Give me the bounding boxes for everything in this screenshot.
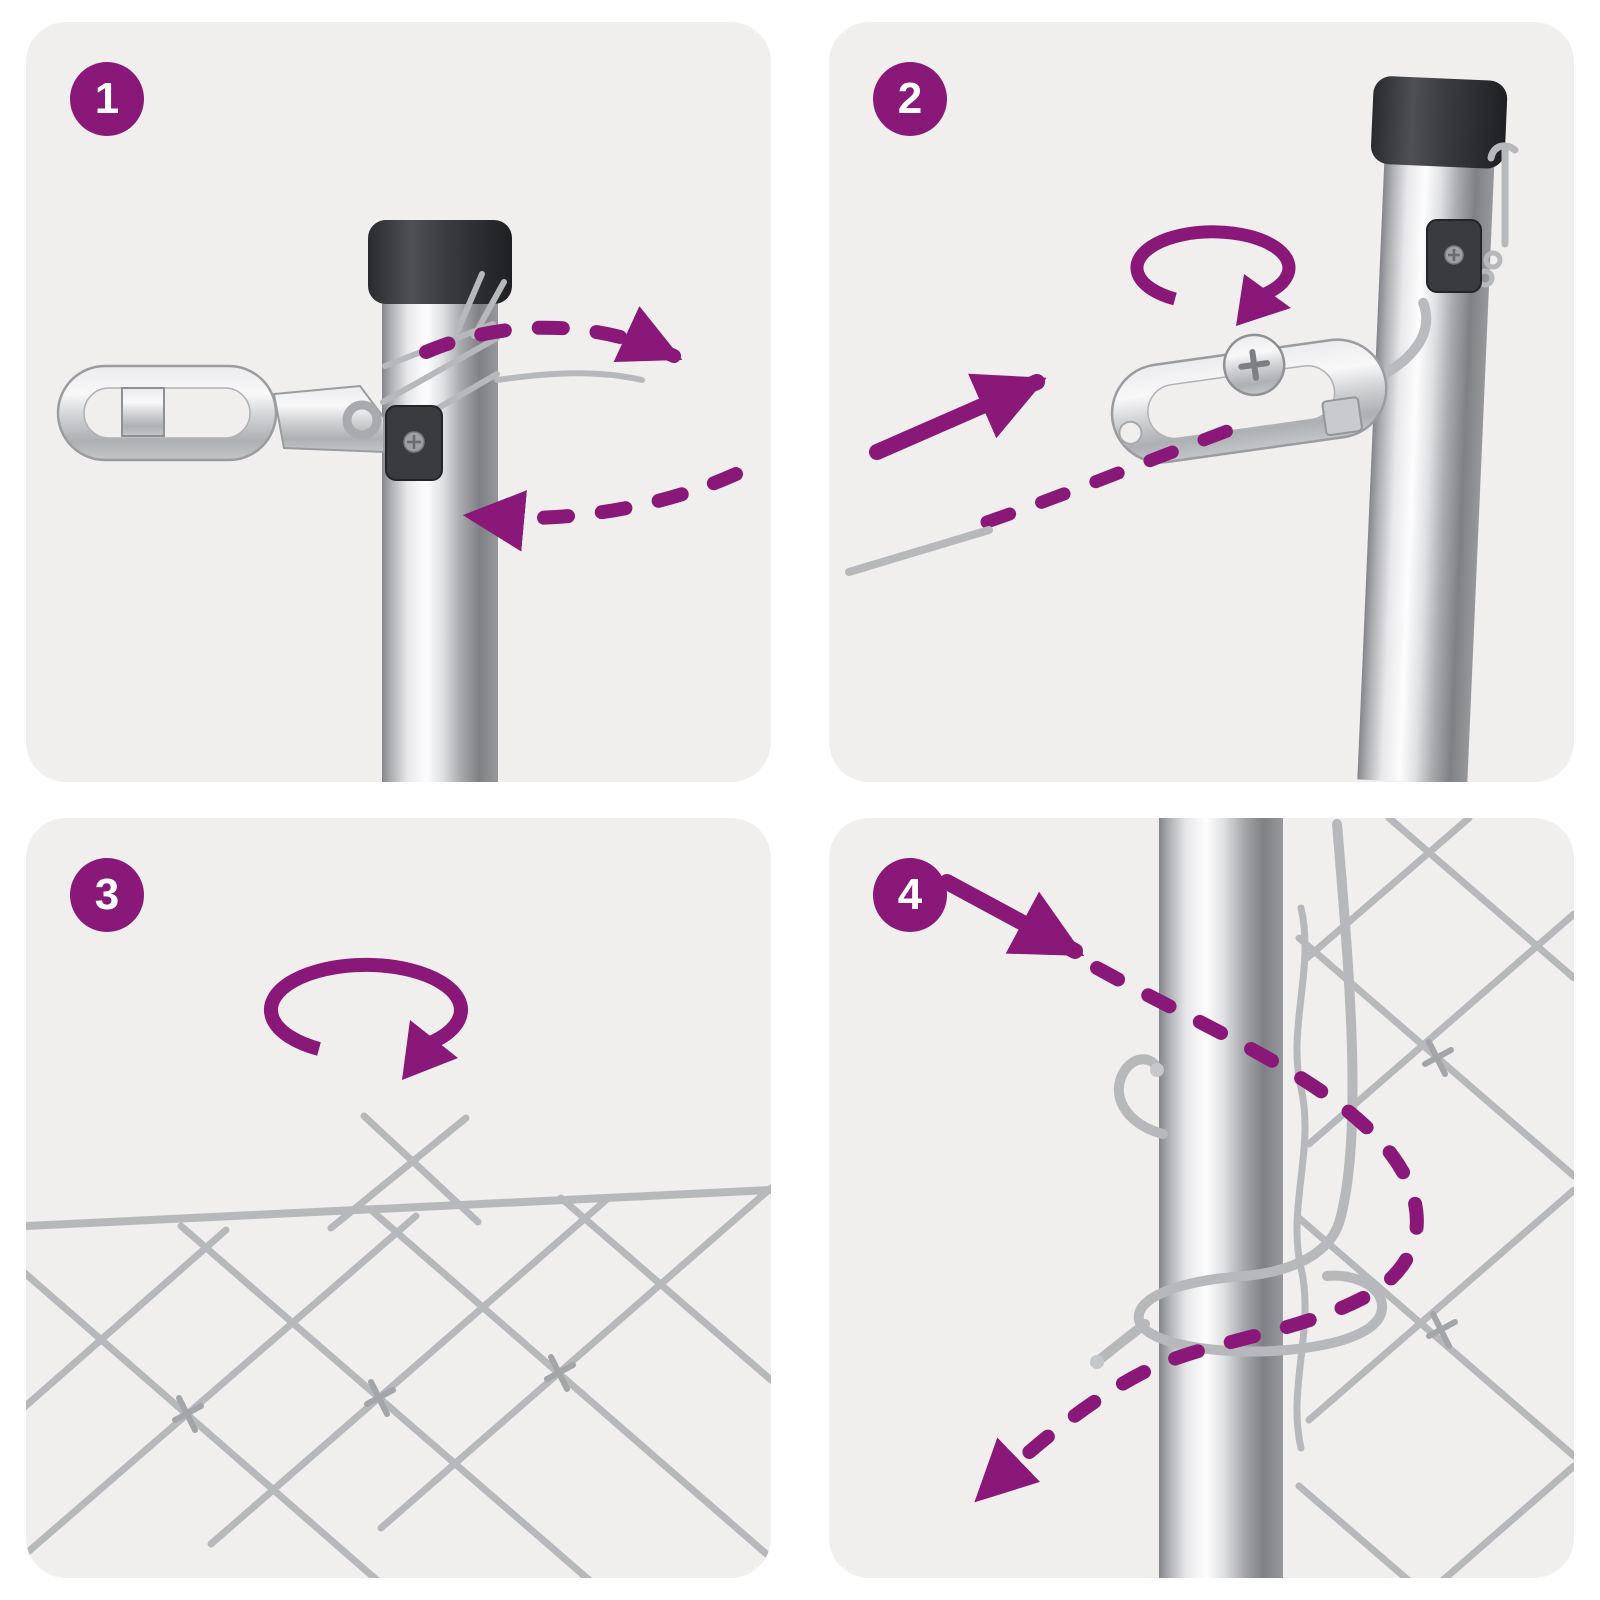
step-1-panel: 1 <box>26 22 771 782</box>
step-2-number: 2 <box>897 74 923 123</box>
wire-hole <box>1118 420 1143 445</box>
tension-wire <box>26 1186 771 1230</box>
mesh-knots <box>172 1354 576 1433</box>
step-2-panel: 2 <box>829 22 1574 782</box>
mesh-selvage-wire <box>1293 904 1309 1452</box>
chain-link-mesh <box>1293 818 1574 1578</box>
step-4-panel: 4 <box>829 818 1574 1578</box>
solid-arrow-right-icon <box>869 373 1047 460</box>
tensioner-nut <box>1321 396 1363 437</box>
mounting-clip <box>1426 219 1482 293</box>
mounting-clip <box>385 405 443 481</box>
wrapped-wire <box>1090 819 1388 1369</box>
wire-tensioner <box>56 364 385 462</box>
post-shaft <box>1159 818 1283 1578</box>
step-3-illustration <box>26 957 771 1578</box>
fence-post <box>1159 818 1283 1578</box>
step-1-badge: 1 <box>70 62 144 136</box>
tensioner-slot <box>83 387 251 439</box>
post-cap <box>368 220 512 304</box>
tensioner-spindle <box>121 387 165 437</box>
step-2-illustration <box>845 76 1519 782</box>
tensioner-hook <box>1377 297 1432 381</box>
tensioner-hook-eye <box>342 400 382 440</box>
step-1-number: 1 <box>94 74 120 123</box>
dashed-wrap-arrow-icon <box>974 961 1424 1503</box>
solid-arrow-down-right-icon <box>939 874 1085 959</box>
dashed-arrow-left-icon <box>462 467 743 552</box>
rotation-arrow-icon <box>264 957 468 1080</box>
step-3-number: 3 <box>94 870 120 919</box>
step-4-illustration <box>939 818 1574 1578</box>
post-cap <box>1370 76 1508 169</box>
post-shaft <box>1357 160 1495 782</box>
post-shaft <box>382 280 498 782</box>
step-2-badge: 2 <box>873 62 947 136</box>
step-4-number: 4 <box>897 870 923 919</box>
step-4-badge: 4 <box>873 858 947 932</box>
wire-tensioner <box>1110 297 1432 464</box>
dashed-curve-arrow-right-icon <box>419 306 683 363</box>
fence-post <box>1357 76 1508 782</box>
step-1-illustration <box>56 220 743 782</box>
rotation-arrow-icon <box>1130 225 1296 326</box>
step-3-panel: 3 <box>26 818 771 1578</box>
twist-wire <box>360 1112 482 1226</box>
mesh-knots <box>1422 1039 1458 1349</box>
step-3-badge: 3 <box>70 858 144 932</box>
loose-wire <box>845 526 993 576</box>
dashed-wire-path-icon <box>980 413 1264 529</box>
tensioner-strap <box>272 384 385 454</box>
tension-spring-wires <box>380 271 645 443</box>
chain-link-mesh <box>26 1112 771 1578</box>
post-hook <box>1113 1054 1168 1139</box>
twist-wire <box>327 1114 470 1232</box>
